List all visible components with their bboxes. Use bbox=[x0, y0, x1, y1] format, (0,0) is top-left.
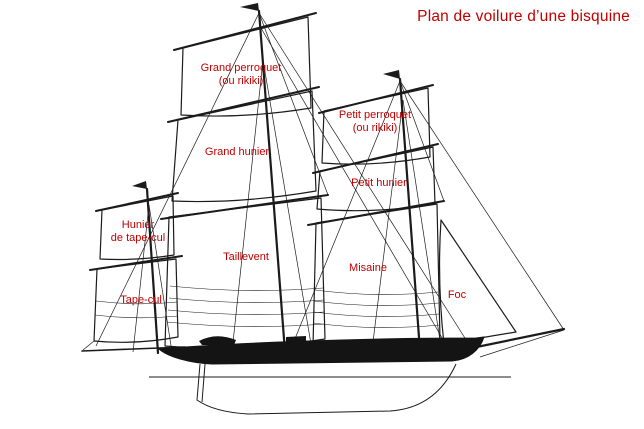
label-grand-hunier: Grand hunier bbox=[205, 146, 269, 159]
yard-grand-perroquet bbox=[173, 12, 317, 51]
sail-grand-hunier bbox=[171, 90, 317, 203]
label-petit-hunier-line1: Petit hunier bbox=[351, 177, 407, 189]
label-grand-perroquet-line1: Grand perroquet bbox=[200, 62, 282, 74]
rudder bbox=[201, 363, 206, 403]
stern-outrigger bbox=[81, 346, 186, 352]
sail-grand-perroquet bbox=[180, 16, 312, 117]
label-petit-perroquet-line1: Petit perroquet bbox=[338, 109, 412, 121]
label-misaine: Misaine bbox=[349, 262, 387, 275]
label-petit-perroquet: Petit perroquet (ou rikiki) bbox=[339, 109, 411, 134]
sail-hunier-tape-cul bbox=[99, 195, 175, 261]
yard-tape-cul bbox=[89, 255, 183, 271]
yard-hunier-tape-cul bbox=[95, 192, 179, 212]
sail-foc bbox=[438, 219, 517, 345]
label-hunier-tape-cul: Hunier de tape-cul bbox=[111, 219, 165, 244]
label-grand-perroquet: Grand perroquet (ou rikiki) bbox=[201, 62, 282, 87]
label-taillevent: Taillevent bbox=[223, 251, 269, 264]
label-taillevent-line1: Taillevent bbox=[223, 251, 269, 263]
label-hunier-tape-cul-line2: de tape-cul bbox=[110, 231, 166, 244]
label-grand-hunier-line1: Grand hunier bbox=[204, 146, 270, 158]
mizzen-mast bbox=[145, 187, 160, 355]
masthead-pennants bbox=[132, 3, 400, 189]
label-tape-cul: Tape-cul bbox=[120, 294, 162, 307]
underwater-hull bbox=[196, 363, 457, 415]
yard-misaine bbox=[307, 200, 445, 226]
label-hunier-tape-cul-line1: Hunier bbox=[121, 219, 155, 231]
deck-dinghy bbox=[199, 336, 236, 345]
yard-taillevent bbox=[160, 194, 329, 220]
yard-grand-hunier bbox=[167, 86, 320, 123]
label-foc-line1: Foc bbox=[447, 289, 467, 301]
label-misaine-line1: Misaine bbox=[349, 262, 387, 274]
fore-mast bbox=[398, 77, 422, 353]
label-foc: Foc bbox=[448, 289, 466, 302]
label-petit-hunier: Petit hunier bbox=[351, 177, 407, 190]
deck-house bbox=[286, 336, 306, 344]
reef-lines bbox=[94, 285, 441, 328]
label-grand-perroquet-line2: (ou rikiki) bbox=[218, 74, 264, 87]
yard-petit-hunier bbox=[312, 143, 439, 174]
label-tape-cul-line1: Tape-cul bbox=[120, 294, 162, 306]
sail-petit-perroquet bbox=[321, 87, 431, 165]
label-petit-perroquet-line2: (ou rikiki) bbox=[352, 121, 398, 134]
hull bbox=[157, 336, 485, 365]
yard-petit-perroquet bbox=[318, 84, 434, 114]
diagram-title: Plan de voilure d’une bisquine bbox=[417, 8, 630, 25]
main-mast bbox=[257, 9, 287, 354]
